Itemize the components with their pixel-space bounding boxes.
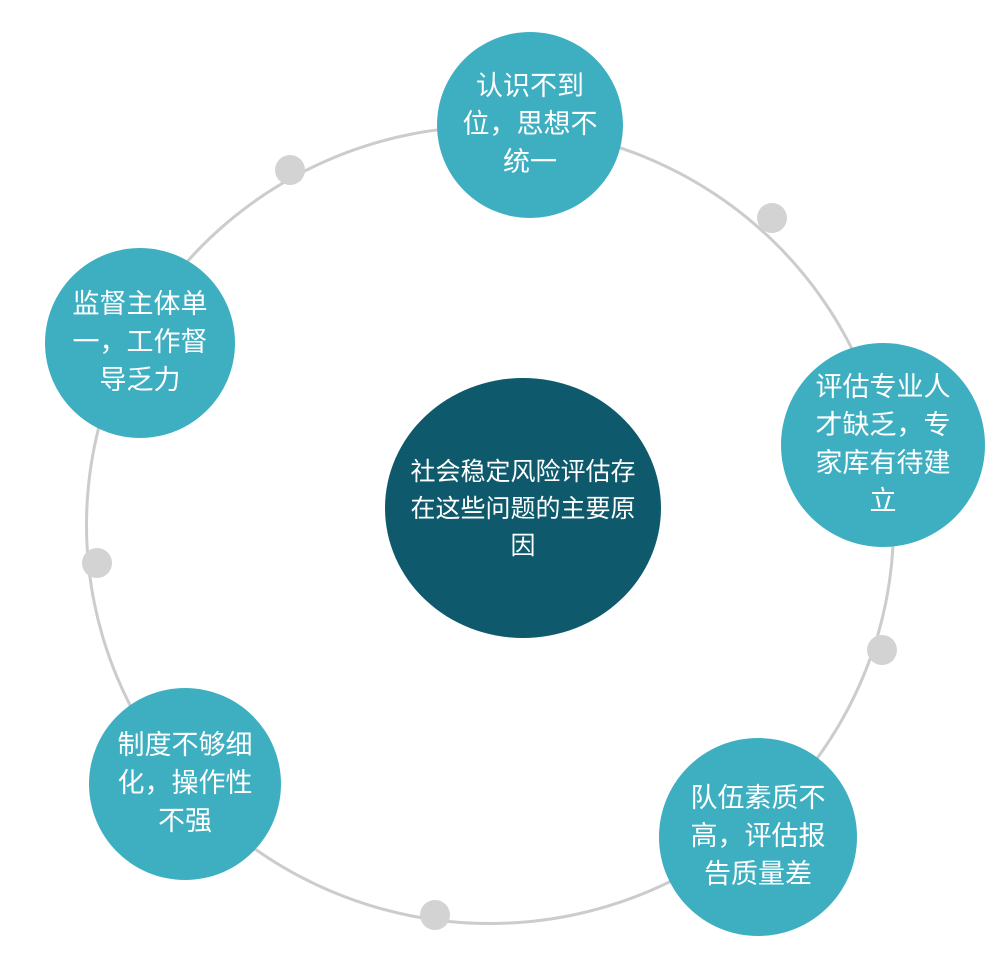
cause-node-top-label: 认识不到 位，思想不 统一 <box>462 71 598 178</box>
connector-dot-bottom <box>420 900 450 930</box>
connector-dot-left <box>82 548 112 578</box>
cause-node-lower-left: 制度不够细 化，操作性 不强 <box>89 688 281 880</box>
cause-node-top: 认识不到 位，思想不 统一 <box>437 32 623 218</box>
center-topic-node: 社会稳定风险评估存 在这些问题的主要原 因 <box>385 378 661 638</box>
cause-node-upper-right-label: 评估专业人 才缺乏，专 家库有待建 立 <box>815 372 951 517</box>
connector-dot-top-left <box>275 155 305 185</box>
cause-node-lower-right: 队伍素质不 高，评估报 告质量差 <box>659 738 857 936</box>
connector-dot-top-right <box>757 203 787 233</box>
cause-node-upper-left-label: 监督主体单 一，工作督 导乏力 <box>72 289 208 396</box>
cause-node-lower-left-label: 制度不够细 化，操作性 不强 <box>117 730 253 837</box>
center-topic-label: 社会稳定风险评估存 在这些问题的主要原 因 <box>410 456 636 560</box>
connector-dot-right <box>867 635 897 665</box>
cause-node-upper-right: 评估专业人 才缺乏，专 家库有待建 立 <box>781 343 985 547</box>
cause-node-lower-right-label: 队伍素质不 高，评估报 告质量差 <box>690 783 826 890</box>
cause-node-upper-left: 监督主体单 一，工作督 导乏力 <box>45 248 235 438</box>
